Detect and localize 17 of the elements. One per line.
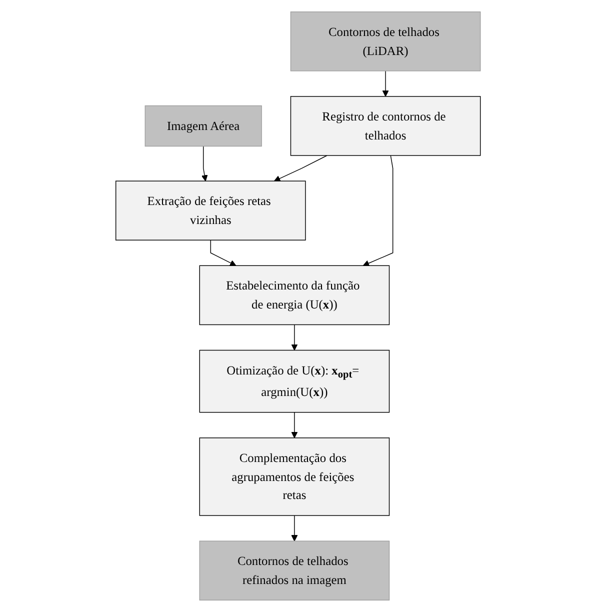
node-box: [144, 105, 262, 147]
node-box: [290, 11, 481, 72]
flowchart: Contornos de telhados (LiDAR) Imagem Aérea Registro de contornos de telhados Extração de feições retas vizinhas Estabelecimento da função de energia (U(x)) Otimização de U(x): x$_{opt}$= argmin(U(x)) Complementação dos agrupamentos de feições retas Contornos de telhados refinados na imagem: [110, 6, 486, 606]
node-box: [199, 438, 390, 516]
arrow: [291, 515, 298, 542]
node-box: [199, 540, 390, 601]
arrow: [201, 146, 208, 182]
arrow: [382, 70, 389, 97]
arrow: [274, 155, 328, 182]
node-box: [115, 180, 306, 240]
arrow: [291, 412, 298, 438]
node-box: [199, 265, 390, 326]
arrow: [362, 155, 394, 266]
node-box: [199, 350, 390, 413]
arrow: [291, 324, 298, 351]
node-box: [290, 96, 481, 156]
arrow: [210, 240, 236, 266]
